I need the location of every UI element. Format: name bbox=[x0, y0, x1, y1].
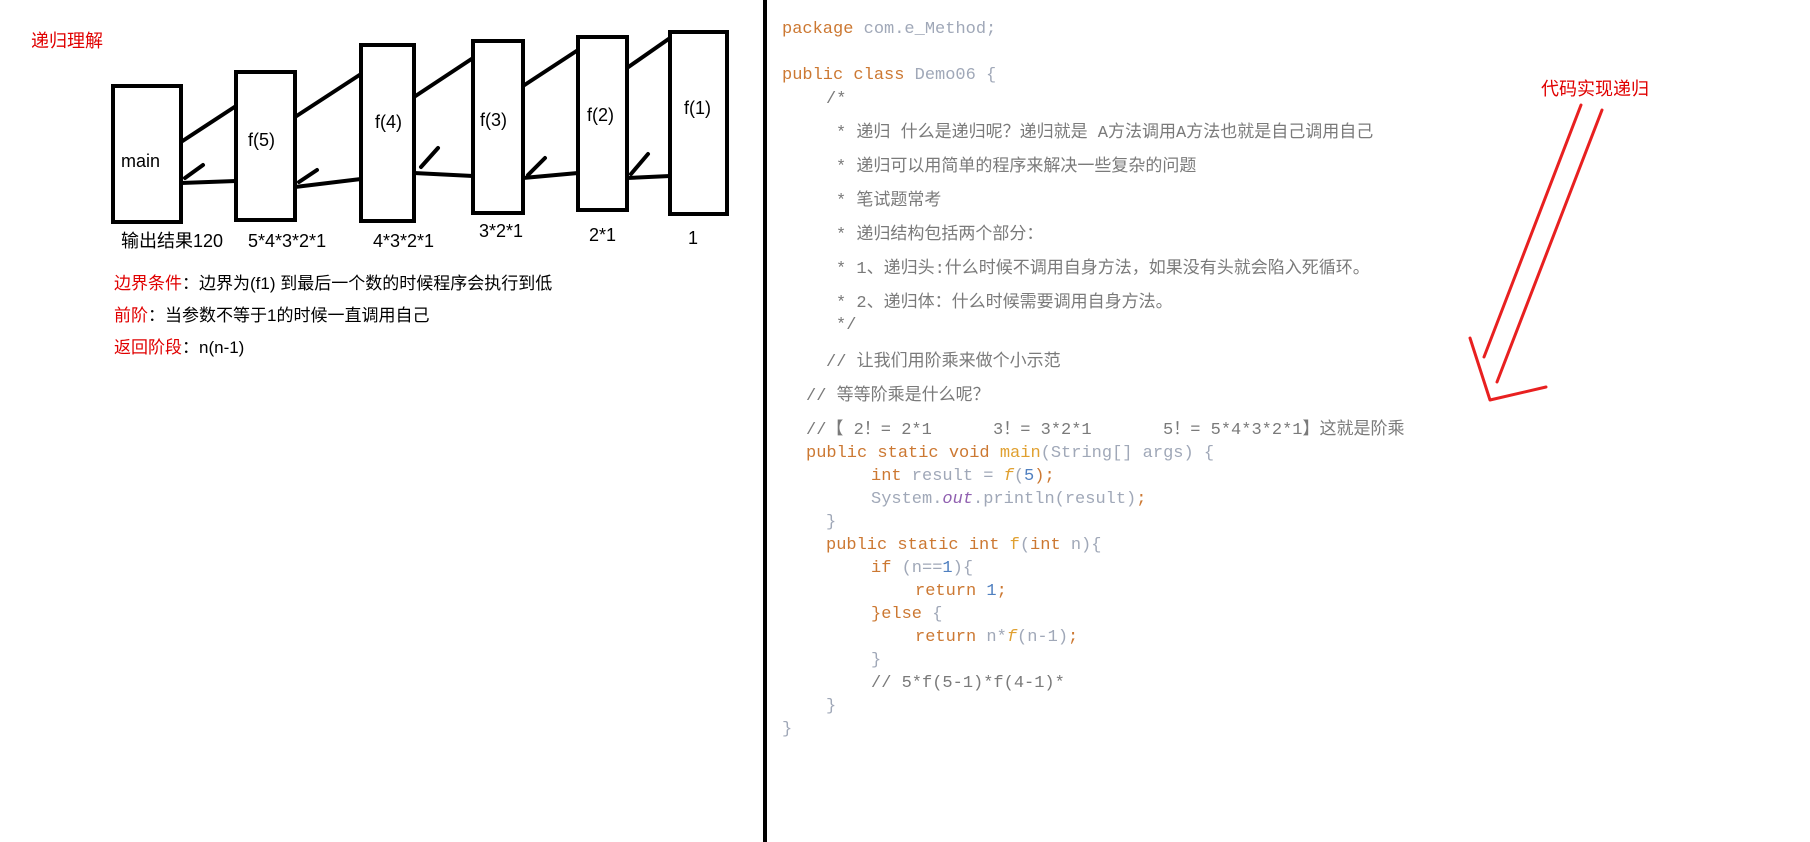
code-line: return n*f(n-1); bbox=[915, 628, 1079, 647]
note-return: 返回阶段：n(n-1) bbox=[114, 338, 245, 357]
box-f1 bbox=[668, 30, 729, 216]
return-line bbox=[179, 179, 238, 185]
code-line: int result = f(5); bbox=[871, 467, 1055, 486]
return-tick bbox=[297, 168, 319, 184]
diagram-title: 递归理解 bbox=[31, 31, 103, 51]
return-tick bbox=[526, 156, 547, 177]
return-tick bbox=[183, 163, 205, 180]
return-line bbox=[521, 171, 580, 180]
call-line bbox=[293, 72, 363, 119]
box-label: f(1) bbox=[684, 98, 711, 118]
box-f2 bbox=[576, 35, 629, 212]
code-line: public static int f(int n){ bbox=[826, 536, 1102, 555]
box-result: 输出结果120 bbox=[121, 231, 224, 251]
code-line: * 递归 什么是递归呢？递归就是 A方法调用A方法也就是自己调用自己 bbox=[836, 124, 1374, 143]
code-line: } bbox=[782, 720, 793, 739]
box-main bbox=[111, 84, 183, 224]
box-result: 2*1 bbox=[589, 225, 617, 245]
code-line: public class Demo06 { bbox=[782, 66, 997, 85]
box-result: 5*4*3*2*1 bbox=[248, 231, 327, 251]
call-lines bbox=[179, 36, 672, 189]
code-line: if (n==1){ bbox=[871, 559, 974, 578]
code-line: * 1、递归头:什么时候不调用自身方法，如果没有头就会陷入死循环。 bbox=[836, 260, 1370, 279]
code-line: // 让我们用阶乘来做个小示范 bbox=[826, 353, 1061, 372]
return-tick bbox=[629, 152, 650, 176]
code-line: // 5*f(5-1)*f(4-1)* bbox=[871, 674, 1065, 693]
code-line: //【 2！= 2*1 3！= 3*2*1 5！= 5*4*3*2*1】这就是阶… bbox=[806, 421, 1405, 440]
call-line bbox=[625, 36, 672, 70]
box-label: main bbox=[121, 151, 161, 171]
box-f4 bbox=[359, 43, 416, 223]
call-line bbox=[179, 104, 238, 144]
return-line bbox=[625, 174, 672, 180]
box-result: 3*2*1 bbox=[479, 221, 524, 241]
code-line: * 递归可以用简单的程序来解决一些复杂的问题 bbox=[836, 158, 1197, 177]
call-line bbox=[521, 48, 580, 88]
box-result: 1 bbox=[688, 228, 699, 248]
code-line: }else { bbox=[871, 605, 943, 624]
code-line: return 1; bbox=[915, 582, 1007, 601]
box-f5 bbox=[234, 70, 297, 222]
code-line: public static void main(String[] args) { bbox=[806, 444, 1215, 463]
return-line bbox=[293, 177, 363, 189]
code-line: } bbox=[871, 651, 882, 670]
box-f3 bbox=[471, 39, 525, 215]
code-line: * 递归结构包括两个部分： bbox=[836, 226, 1044, 245]
code-line: System.out.println(result); bbox=[871, 490, 1147, 509]
code-line: } bbox=[826, 697, 837, 716]
code-line: * 2、递归体：什么时候需要调用自身方法。 bbox=[836, 294, 1173, 313]
annotation-label: 代码实现递归 bbox=[1541, 79, 1649, 99]
box-result: 4*3*2*1 bbox=[373, 231, 435, 251]
code-line: /* bbox=[826, 90, 847, 109]
return-line bbox=[412, 171, 475, 178]
code-line: */ bbox=[836, 316, 857, 335]
note-forward: 前阶：当参数不等于1的时候一直调用自己 bbox=[114, 306, 430, 325]
box-label: f(3) bbox=[480, 110, 507, 130]
divider bbox=[763, 0, 767, 842]
call-line bbox=[412, 56, 475, 99]
code-line: * 笔试题常考 bbox=[836, 192, 942, 211]
box-label: f(2) bbox=[587, 105, 614, 125]
note-boundary: 边界条件：边界为(f1) 到最后一个数的时候程序会执行到低 bbox=[114, 274, 553, 293]
code-line: // 等等阶乘是什么呢？ bbox=[806, 387, 990, 406]
code-line: } bbox=[826, 513, 837, 532]
box-label: f(5) bbox=[248, 130, 275, 150]
code-line: package com.e_Method; bbox=[782, 20, 997, 39]
return-tick bbox=[419, 146, 440, 169]
arrow-icon bbox=[1468, 103, 1604, 402]
box-label: f(4) bbox=[375, 112, 402, 132]
